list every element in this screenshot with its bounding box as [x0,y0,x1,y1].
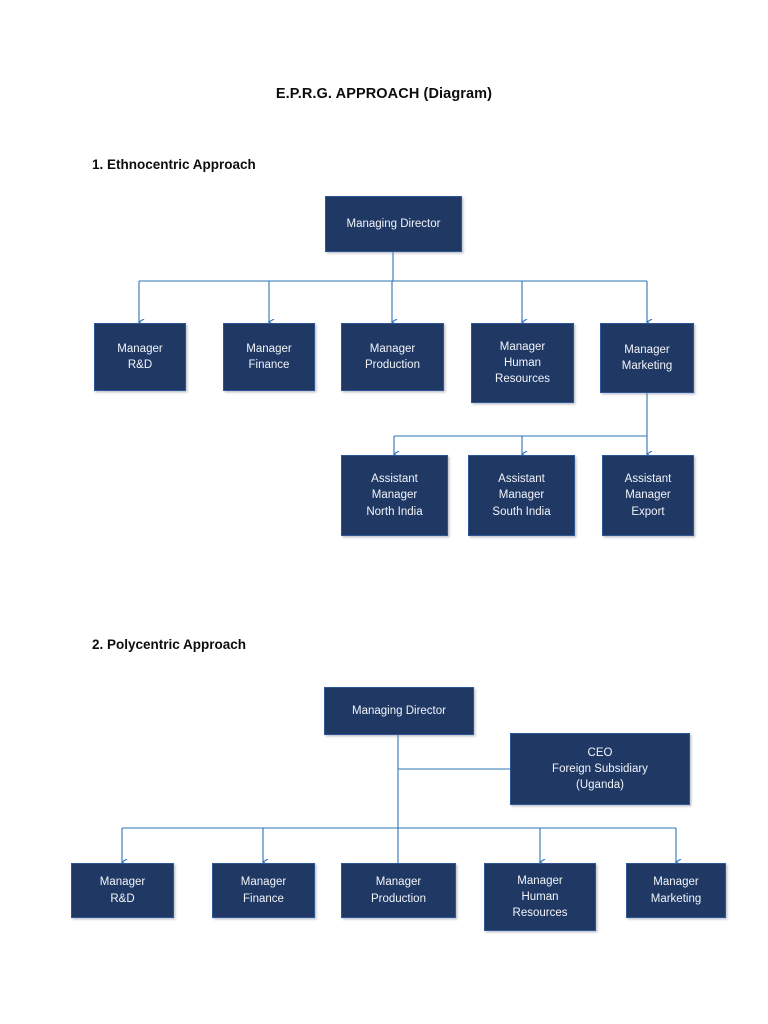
node-manager-human-resources-polycentric[interactable]: Manager Human Resources [484,863,596,931]
node-label: Manager Marketing [621,343,673,372]
node-label: Managing Director [346,217,441,230]
node-label: Assistant Manager Export [624,473,672,518]
node-manager-production-ethnocentric[interactable]: Manager Production [341,323,444,391]
node-manager-finance-polycentric[interactable]: Manager Finance [212,863,315,918]
node-assistant-manager-north-india[interactable]: Assistant Manager North India [341,455,448,536]
node-label: Managing Director [352,704,446,717]
node-manager-finance-ethnocentric[interactable]: Manager Finance [223,323,315,391]
section-heading-polycentric: 2. Polycentric Approach [92,637,247,652]
node-label: Manager Finance [240,876,287,905]
node-label: Manager R&D [99,876,146,905]
node-manager-production-polycentric[interactable]: Manager Production [341,863,456,918]
node-label: CEO Foreign Subsidiary (Uganda) [552,746,648,792]
node-manager-rd-polycentric[interactable]: Manager R&D [71,863,174,918]
page-title: E.P.R.G. APPROACH (Diagram) [275,86,493,102]
node-assistant-manager-south-india[interactable]: Assistant Manager South India [468,455,575,536]
node-label: Manager Production [371,876,426,905]
node-label: Manager R&D [117,342,163,371]
node-manager-marketing-polycentric[interactable]: Manager Marketing [626,863,726,918]
node-ceo-foreign-subsidiary[interactable]: CEO Foreign Subsidiary (Uganda) [510,733,690,805]
section-heading-ethnocentric: 1. Ethnocentric Approach [92,157,256,172]
node-managing-director-polycentric[interactable]: Managing Director [324,687,474,735]
node-label: Manager Human Resources [512,874,568,920]
node-label: Assistant Manager South India [492,473,551,518]
node-label: Manager Finance [246,342,292,371]
node-managing-director-ethnocentric[interactable]: Managing Director [325,196,462,252]
node-label: Manager Production [365,342,420,371]
node-manager-human-resources-ethnocentric[interactable]: Manager Human Resources [471,323,574,403]
node-label: Manager Human Resources [495,340,550,386]
node-assistant-manager-export[interactable]: Assistant Manager Export [602,455,694,536]
node-manager-marketing-ethnocentric[interactable]: Manager Marketing [600,323,694,393]
node-label: Manager Marketing [650,876,702,905]
node-label: Assistant Manager North India [366,473,423,518]
node-manager-rd-ethnocentric[interactable]: Manager R&D [94,323,186,391]
